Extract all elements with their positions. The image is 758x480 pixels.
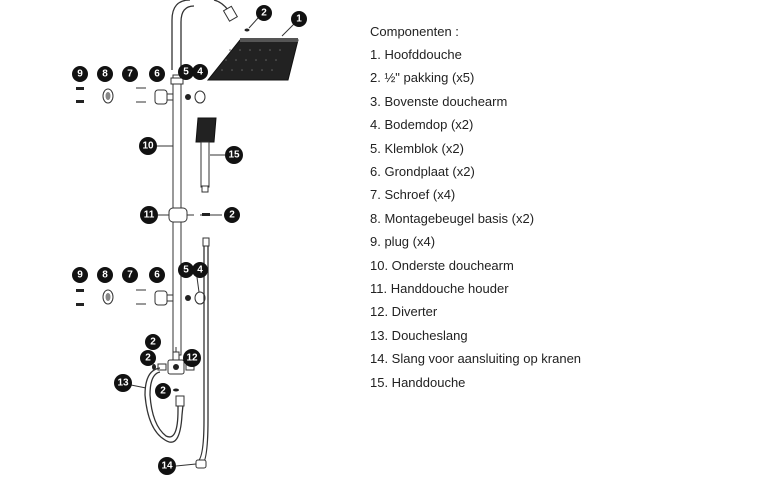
svg-text:5: 5: [183, 67, 189, 78]
badge-9-bot: 9: [72, 267, 88, 283]
legend-item: 2. ½" pakking (x5): [370, 70, 475, 86]
head-shower: [206, 21, 299, 81]
svg-text:2: 2: [150, 337, 156, 348]
badge-7-top: 7: [122, 66, 138, 82]
svg-text:12: 12: [186, 353, 198, 364]
svg-text:8: 8: [102, 270, 108, 281]
legend-item: 12. Diverter: [370, 304, 438, 320]
svg-text:8: 8: [102, 69, 108, 80]
badge-12: 12: [183, 349, 201, 367]
svg-text:5: 5: [183, 265, 189, 276]
svg-text:11: 11: [144, 210, 155, 221]
legend-item: 11. Handdouche houder: [370, 281, 509, 297]
svg-text:2: 2: [229, 210, 235, 221]
badge-7-bot: 7: [122, 267, 138, 283]
badge-13: 13: [114, 374, 132, 392]
top-mount-set: [76, 87, 206, 105]
badge-4-top: 4: [192, 64, 208, 80]
badge-9-top: 9: [72, 66, 88, 82]
badge-2-top: 2: [256, 5, 272, 21]
badge-5-top: 5: [178, 64, 194, 80]
badge-8-top: 8: [97, 66, 113, 82]
legend-item: 3. Bovenste douchearm: [370, 93, 508, 109]
badge-4-bot: 4: [192, 262, 208, 278]
badge-11: 11: [140, 206, 158, 224]
svg-text:9: 9: [77, 270, 83, 281]
legend-item: 15. Handdouche: [370, 374, 466, 390]
svg-text:2: 2: [261, 8, 267, 19]
svg-text:2: 2: [145, 353, 151, 364]
diverter: [152, 347, 195, 392]
shower-parts-diagram: 1 2 9 8 7 6 5 4 10 15 11 2 9 8 7 6 5 4 2…: [72, 0, 307, 475]
svg-text:9: 9: [77, 69, 83, 80]
components-legend: Componenten : 1. Hoofddouche 2. ½" pakki…: [370, 20, 750, 394]
legend-item: 8. Montagebeugel basis (x2): [370, 210, 535, 226]
legend-item: 10. Onderste douchearm: [370, 257, 514, 273]
svg-text:7: 7: [127, 270, 133, 281]
hand-shower-holder: [158, 207, 222, 223]
svg-text:14: 14: [161, 461, 173, 472]
legend-item: 14. Slang voor aansluiting op kranen: [370, 351, 582, 367]
gasket-top: [244, 17, 259, 32]
svg-text:6: 6: [154, 69, 160, 80]
badge-10: 10: [139, 137, 157, 155]
shower-hose: [130, 367, 185, 443]
svg-text:15: 15: [228, 150, 240, 161]
svg-text:7: 7: [127, 69, 133, 80]
svg-text:1: 1: [296, 14, 302, 25]
svg-text:4: 4: [197, 265, 203, 276]
legend-item: 7. Schroef (x4): [370, 187, 456, 203]
badge-8-bot: 8: [97, 267, 113, 283]
svg-text:6: 6: [154, 270, 160, 281]
badge-2-c: 2: [155, 383, 171, 399]
badge-6-bot: 6: [149, 267, 165, 283]
badge-1: 1: [291, 11, 307, 27]
svg-text:4: 4: [197, 67, 203, 78]
bottom-mount-set: [76, 269, 206, 306]
badge-5-bot: 5: [178, 262, 194, 278]
legend-item: 6. Grondplaat (x2): [370, 164, 475, 180]
hand-shower: [195, 117, 225, 193]
svg-text:13: 13: [117, 378, 129, 389]
badge-14: 14: [158, 457, 176, 475]
upper-shower-arm: [171, 0, 239, 70]
svg-text:10: 10: [142, 141, 154, 152]
legend-item: 5. Klemblok (x2): [370, 140, 464, 156]
badge-2-b: 2: [140, 350, 156, 366]
svg-text:2: 2: [160, 386, 166, 397]
legend-item: 9. plug (x4): [370, 234, 436, 250]
badge-2-a: 2: [145, 334, 161, 350]
badge-6-top: 6: [149, 66, 165, 82]
tap-hose: [195, 237, 210, 469]
badge-15: 15: [225, 146, 243, 164]
legend-item: 4. Bodemdop (x2): [370, 117, 474, 133]
legend-item: 1. Hoofddouche: [370, 47, 462, 62]
legend-title: Componenten :: [370, 24, 459, 39]
badge-2-mid: 2: [224, 207, 240, 223]
legend-item: 13. Doucheslang: [370, 327, 468, 343]
